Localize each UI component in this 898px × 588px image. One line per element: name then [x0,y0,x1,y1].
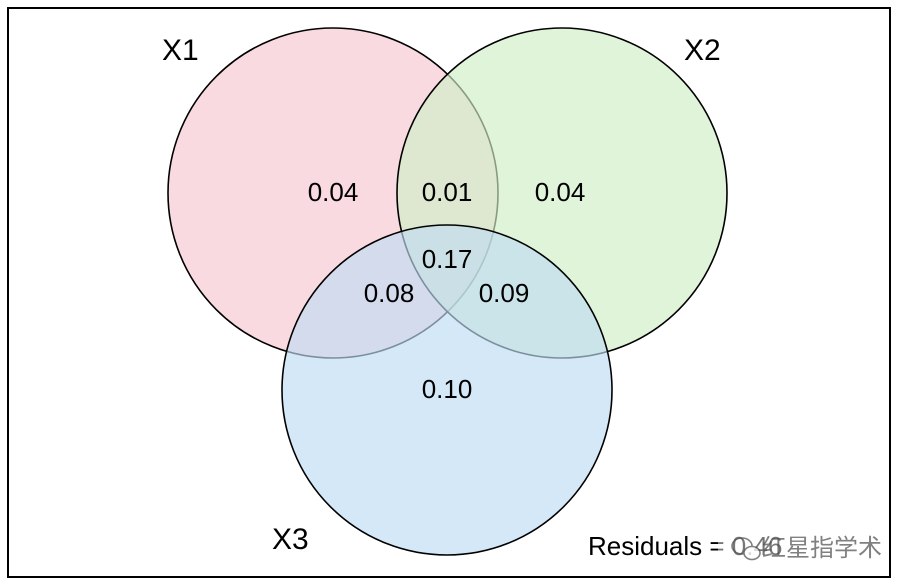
set-label-x3: X3 [272,523,309,556]
region-x2-x3: 0.09 [479,278,530,308]
set-label-x2: X2 [684,34,721,67]
region-x1-x3: 0.08 [364,278,415,308]
region-x1-only: 0.04 [308,177,359,207]
region-x1-x2: 0.01 [422,177,473,207]
circle-x3 [281,224,613,556]
diagram-frame [7,7,891,578]
region-x2-only: 0.04 [535,177,586,207]
region-x3-only: 0.10 [422,374,473,404]
set-label-x1: X1 [162,34,199,67]
venn-circles [167,27,728,556]
watermark: 红星指学术 [718,530,882,566]
region-x1-x2-x3: 0.17 [422,244,473,274]
watermark-text: 红星指学术 [762,534,882,562]
wechat-icon [731,537,761,561]
